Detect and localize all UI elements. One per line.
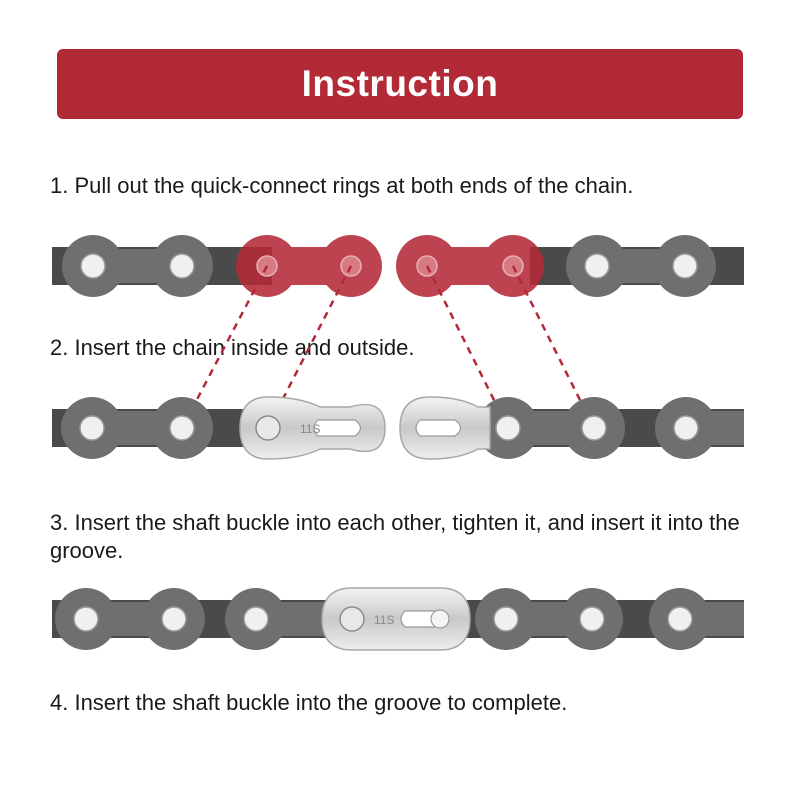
link-marking: 11S [300, 422, 320, 436]
pin-icon [73, 606, 693, 632]
chain-plate-3d [649, 588, 744, 650]
chain-plate-2c [655, 397, 744, 459]
chain-row-1 [52, 235, 744, 297]
guide-line-2 [266, 265, 353, 429]
guide-line-1 [180, 265, 269, 429]
guide-line-3 [425, 265, 510, 429]
silver-link-right [399, 396, 491, 460]
chain-plate-3b [225, 588, 336, 650]
step-2-text: 2. Insert the chain inside and outside. [50, 335, 415, 360]
pin-icon [79, 415, 699, 441]
guide-lines [180, 265, 596, 429]
silver-link-left: 11S [239, 396, 386, 460]
step-1-text: 1. Pull out the quick-connect rings at b… [50, 173, 634, 198]
pin-icon [80, 253, 698, 279]
banner-title: Instruction [301, 63, 499, 104]
link-marking: 11S [374, 613, 394, 627]
chain-row-3: 11S [52, 587, 744, 651]
chain-row-2: 11S [52, 396, 744, 460]
step-4-text: 4. Insert the shaft buckle into the groo… [50, 690, 568, 715]
guide-line-4 [511, 265, 596, 429]
instruction-banner: Instruction [57, 49, 743, 119]
chain-plate-2a [61, 397, 213, 459]
assembled-silver-link: 11S [321, 587, 471, 651]
red-link-left [236, 235, 382, 297]
step-3-text: 3. Insert the shaft buckle into each oth… [50, 510, 740, 563]
